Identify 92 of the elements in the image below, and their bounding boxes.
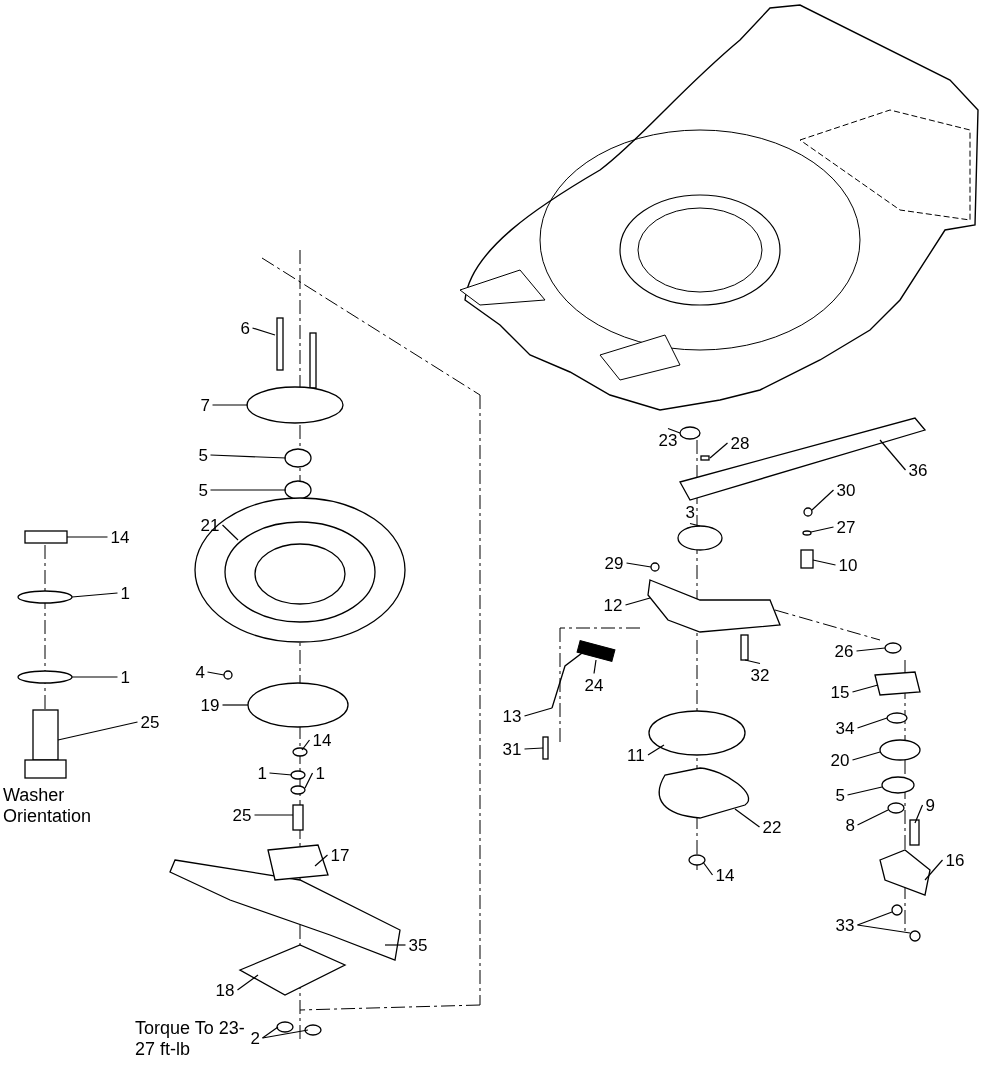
- leader-line: [856, 911, 893, 926]
- leader-line: [211, 404, 249, 406]
- callout-number: 35: [408, 935, 428, 955]
- callout-number: 19: [200, 695, 220, 715]
- callout-number: 3: [685, 502, 695, 522]
- callout-number: 30: [836, 480, 856, 500]
- leader-line: [856, 717, 888, 729]
- leader-line: [667, 427, 681, 434]
- leader-line: [66, 536, 109, 538]
- note-text: Washer Orientation: [3, 785, 93, 827]
- callout-number: 25: [140, 712, 160, 732]
- leader-line: [811, 489, 835, 511]
- callout-number: 14: [312, 730, 332, 750]
- note-text: Torque To 23-27 ft-lb: [135, 1018, 245, 1060]
- leader-line: [879, 439, 907, 471]
- leader-line: [702, 861, 714, 876]
- callout-number: 25: [232, 805, 252, 825]
- leader-line: [209, 489, 287, 491]
- callout-number: 34: [835, 718, 855, 738]
- leader-line: [856, 809, 889, 826]
- callout-number: 10: [838, 555, 858, 575]
- leader-line: [221, 524, 239, 541]
- leader-line: [812, 559, 837, 566]
- callout-number: 13: [502, 706, 522, 726]
- callout-number: 1: [120, 667, 130, 687]
- leader-line: [523, 707, 553, 717]
- leader-line: [304, 772, 314, 789]
- leader-line: [221, 704, 249, 706]
- callout-number: 15: [830, 682, 850, 702]
- callout-number: 31: [502, 739, 522, 759]
- callout-number: 16: [945, 850, 965, 870]
- leader-line: [851, 684, 879, 693]
- callout-number: 1: [315, 763, 325, 783]
- leader-line: [253, 814, 294, 816]
- callout-number: 36: [908, 460, 928, 480]
- callout-number: 18: [215, 980, 235, 1000]
- callout-number: 2: [250, 1028, 260, 1048]
- leader-line: [384, 944, 407, 946]
- callout-number: 9: [925, 795, 935, 815]
- callout-number: 8: [845, 815, 855, 835]
- leader-line: [647, 744, 665, 756]
- callout-number: 24: [584, 675, 604, 695]
- leader-line: [846, 786, 883, 796]
- callout-number: 29: [604, 553, 624, 573]
- leader-line: [209, 454, 287, 459]
- callout-number: 21: [200, 515, 220, 535]
- leader-line: [71, 592, 119, 598]
- leader-line: [689, 522, 701, 527]
- callout-number: 1: [257, 763, 267, 783]
- callout-number: 28: [730, 433, 750, 453]
- leader-line: [206, 671, 225, 676]
- leader-line: [71, 676, 119, 678]
- callout-number: 20: [830, 750, 850, 770]
- leader-line: [593, 659, 597, 675]
- leader-line: [251, 327, 276, 336]
- leader-line: [856, 924, 911, 934]
- callout-number: 33: [835, 915, 855, 935]
- callout-number: 11: [627, 745, 645, 765]
- leader-line: [57, 721, 139, 741]
- leader-line: [914, 804, 924, 824]
- callout-number: 32: [750, 665, 770, 685]
- leader-line: [236, 974, 259, 991]
- leader-line: [268, 772, 293, 776]
- callout-number: 23: [658, 430, 678, 450]
- callout-number: 5: [198, 445, 208, 465]
- callout-number: 14: [110, 527, 130, 547]
- leader-line: [855, 647, 886, 652]
- callout-number: 17: [330, 845, 350, 865]
- leader-line: [301, 739, 311, 751]
- leader-line: [810, 526, 835, 533]
- callout-number: 7: [200, 395, 210, 415]
- leader-line: [624, 597, 651, 606]
- callout-number: 6: [240, 318, 250, 338]
- callout-number: 26: [834, 641, 854, 661]
- callout-number: 12: [603, 595, 623, 615]
- leader-line: [851, 751, 881, 761]
- callout-number: 5: [835, 785, 845, 805]
- leader-line: [314, 854, 329, 867]
- leader-line: [924, 859, 944, 881]
- leader-line: [744, 659, 761, 665]
- leader-line: [625, 562, 652, 568]
- callout-number: 1: [120, 583, 130, 603]
- leader-line: [734, 808, 761, 828]
- leader-line: [261, 1029, 309, 1039]
- callout-number: 22: [762, 817, 782, 837]
- callout-number: 5: [198, 480, 208, 500]
- callout-number: 14: [715, 865, 735, 885]
- callout-number: 4: [195, 662, 205, 682]
- leader-line: [709, 442, 729, 459]
- leader-line: [523, 747, 544, 750]
- leader-line: [261, 1026, 279, 1039]
- callout-number: 27: [836, 517, 856, 537]
